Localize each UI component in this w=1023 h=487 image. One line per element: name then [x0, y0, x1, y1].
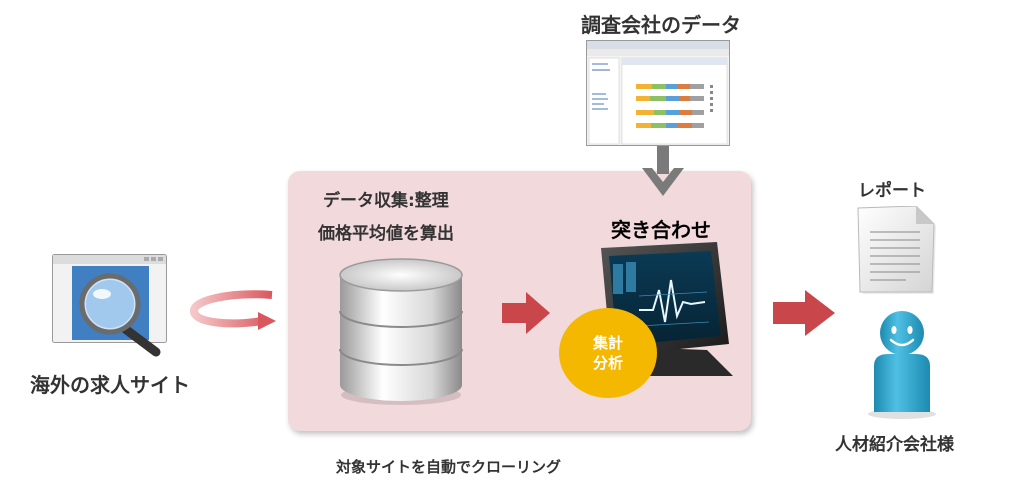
price-average-label: 価格平均値を算出 [318, 224, 454, 244]
output-arrow-icon [773, 290, 835, 336]
overseas-job-sites-label: 海外の求人サイト [30, 373, 190, 397]
database-icon [339, 258, 463, 405]
software-screenshot-icon [586, 40, 730, 146]
document-icon [857, 206, 936, 294]
aggregate-badge: 集計 分析 [559, 308, 657, 398]
crawling-label: 対象サイトを自動でクローリング [336, 458, 562, 476]
matching-label: 突き合わせ [611, 218, 711, 242]
crawl-loop-arrow-icon [190, 290, 276, 330]
aggregate-label-1: 集計 [592, 334, 623, 352]
report-label: レポート [858, 181, 926, 201]
research-company-data-label: 調査会社のデータ [581, 13, 741, 37]
browser-magnifier-icon [52, 254, 167, 357]
person-icon [868, 311, 936, 419]
down-arrow-icon [642, 146, 684, 196]
aggregate-label-2: 分析 [592, 354, 623, 372]
staffing-companies-label: 人材紹介会社様 [835, 435, 954, 455]
data-collection-label: データ収集:整理 [323, 191, 449, 211]
process-arrow-icon [502, 292, 550, 334]
